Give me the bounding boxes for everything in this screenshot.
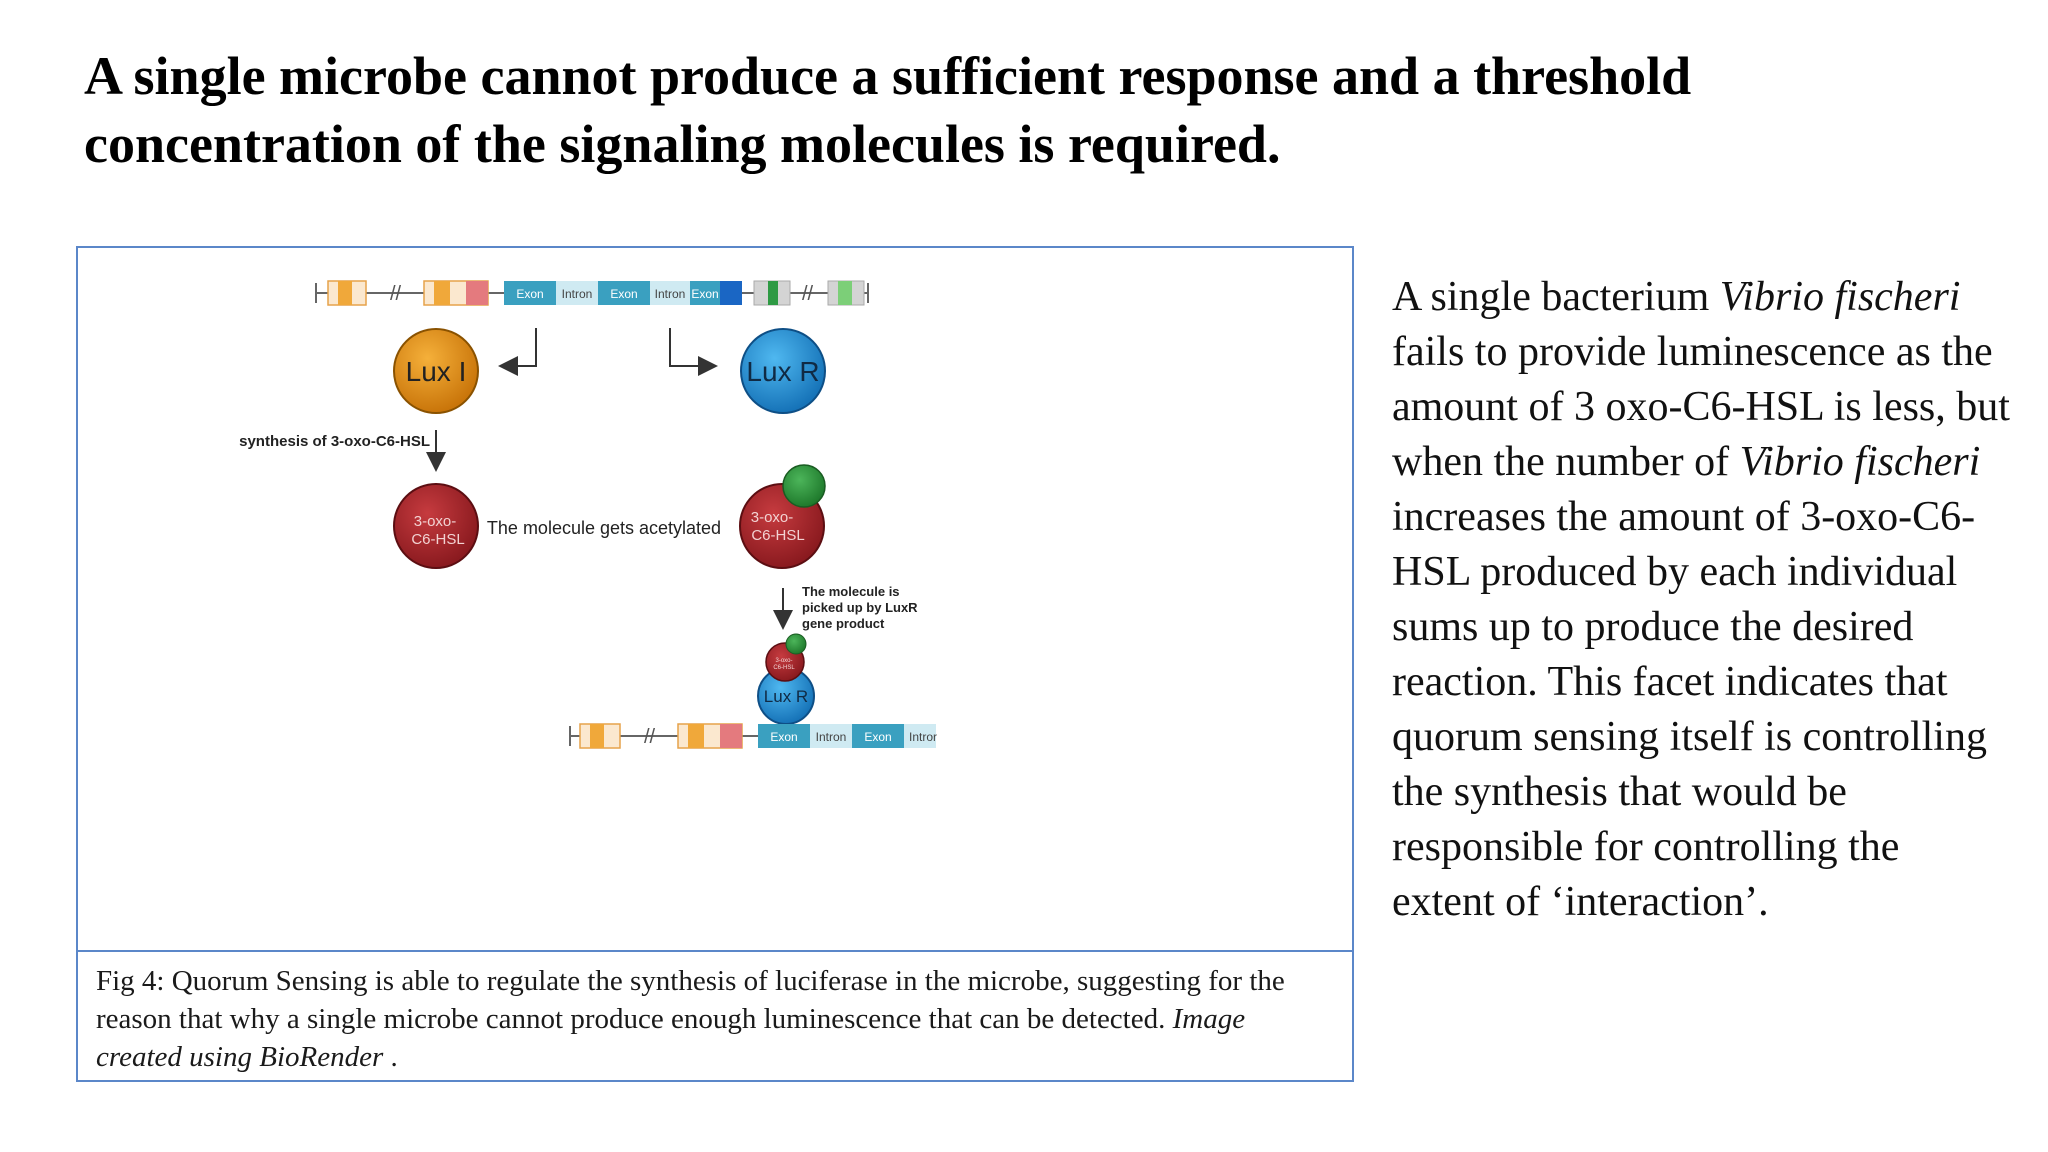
top-gene-strip: // Exon Intron Exon Intron Exon // — [315, 280, 869, 306]
acetylated-label: The molecule gets acetylated — [487, 518, 721, 538]
acetyl-line2: C6-HSL — [751, 527, 804, 544]
bound-acetyl-group — [785, 633, 807, 655]
top-exon-2: Exon — [610, 287, 637, 301]
caption-text: Fig 4: Quorum Sensing is able to regulat… — [96, 965, 1285, 1035]
svg-text://: // — [802, 283, 814, 305]
svg-text://: // — [390, 283, 402, 305]
luxr-label: Lux R — [746, 356, 819, 387]
body-species-2: Vibrio fischeri — [1739, 439, 1981, 485]
figure-caption: Fig 4: Quorum Sensing is able to regulat… — [96, 962, 1336, 1076]
bottom-exon-2: Exon — [864, 730, 891, 744]
acetyl-line1: 3-oxo- — [751, 509, 794, 526]
synthesis-label: synthesis of 3-oxo-C6-HSL — [239, 433, 430, 450]
complex-luxr-label: Lux R — [764, 687, 808, 706]
top-exon-1: Exon — [516, 287, 543, 301]
svg-text://: // — [644, 726, 656, 748]
luxi-protein — [393, 328, 479, 414]
luxi-label: Lux I — [406, 356, 467, 387]
top-intron-2: Intron — [655, 287, 686, 301]
acetyl-group — [782, 464, 826, 508]
figure-panel: // Exon Intron Exon Intron Exon // Lu — [76, 246, 1354, 1082]
caption-end: . — [383, 1041, 398, 1073]
caption-credit: Image created using BioRender — [96, 1003, 1246, 1073]
small-line2: C6-HSL — [773, 665, 795, 671]
pickup-line2: picked up by LuxR — [802, 600, 918, 615]
bottom-exon-1: Exon — [770, 730, 797, 744]
bottom-intron-1: Intron — [816, 730, 847, 744]
slide-title: A single microbe cannot produce a suffic… — [84, 46, 1692, 174]
body-species-1: Vibrio fischeri — [1719, 274, 1961, 320]
bottom-intron-2: Intror — [909, 730, 937, 744]
body-part-2: fails to provide luminescence as the amo… — [1392, 329, 2010, 485]
pickup-line1: The molecule is — [802, 584, 900, 599]
body-part-3: increases the amount of 3-oxo-C6-HSL pro… — [1392, 494, 1987, 925]
bottom-gene-strip: // Exon Intron Exon Intror — [569, 723, 937, 749]
top-intron-1: Intron — [562, 287, 593, 301]
quorum-sensing-diagram: // Exon Intron Exon Intron Exon // Lu — [239, 280, 937, 749]
small-line1: 3-oxo- — [775, 658, 792, 664]
molecule-3oxo-c6-hsl — [393, 483, 479, 569]
pickup-line3: gene product — [802, 616, 885, 631]
luxi-promoter-arrow — [498, 328, 537, 376]
body-paragraph: A single bacterium Vibrio fischeri fails… — [1392, 270, 2012, 930]
luxr-promoter-arrow — [669, 328, 718, 376]
luxr-protein — [740, 328, 826, 414]
molecule-line2: C6-HSL — [411, 531, 464, 548]
molecule-line1: 3-oxo- — [414, 513, 457, 530]
caption-divider — [78, 950, 1352, 952]
top-exon-3: Exon — [691, 287, 718, 301]
body-part-1: A single bacterium — [1392, 274, 1720, 320]
